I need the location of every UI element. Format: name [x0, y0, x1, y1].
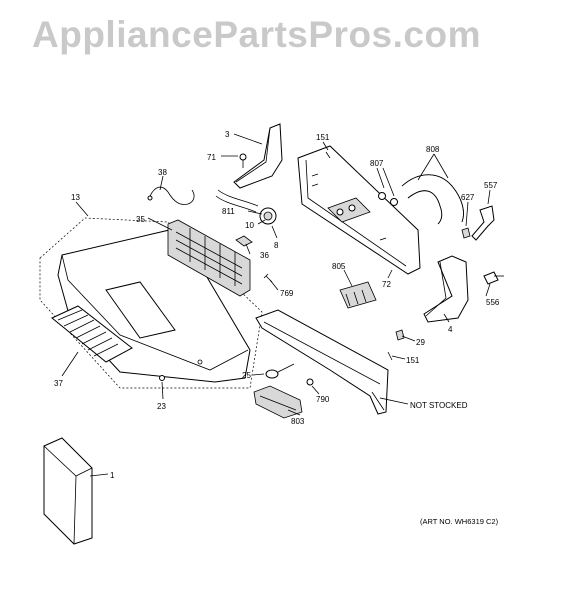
- connector-36: [235, 235, 253, 247]
- selector-switch: [339, 281, 377, 309]
- callout-805: 805: [332, 262, 346, 271]
- clip-23: [159, 375, 165, 381]
- callout-1: 1: [110, 471, 115, 480]
- callout-803: 803: [291, 417, 305, 426]
- nut-790: [306, 378, 314, 386]
- callout-38: 38: [158, 168, 167, 177]
- callout-13: 13: [71, 193, 80, 202]
- callout-769: 769: [280, 289, 294, 298]
- knob-25: [265, 363, 295, 379]
- keypad-overlay: [51, 305, 133, 363]
- callout-8: 8: [274, 241, 279, 250]
- callout-29: 29: [416, 338, 425, 347]
- wire-connector: [147, 195, 153, 201]
- screw-151-top: [325, 151, 331, 159]
- wire-harness: [149, 186, 195, 205]
- callout-71: 71: [207, 153, 216, 162]
- backsplash-panel: [297, 145, 421, 275]
- literature-envelope: [43, 437, 93, 545]
- watermark-logo: AppliancePartsPros.com: [32, 14, 481, 55]
- rear-frame: [255, 309, 389, 415]
- callout-36: 36: [260, 251, 269, 260]
- inlet-hoses: [401, 174, 464, 225]
- bracket-557: [471, 205, 495, 241]
- callout-not-stocked: NOT STOCKED: [410, 401, 468, 410]
- leader-lines: [61, 133, 491, 477]
- callout-3: 3: [225, 130, 230, 139]
- callout-790: 790: [316, 395, 330, 404]
- callout-151-top: 151: [316, 133, 330, 142]
- pressure-switch: [215, 189, 277, 225]
- left-end-bracket: [233, 123, 283, 189]
- board-bracket: [167, 219, 251, 297]
- callout-23: 23: [157, 402, 166, 411]
- callout-151-lower: 151: [406, 356, 420, 365]
- clip-627: [461, 227, 471, 239]
- callout-808: 808: [426, 145, 440, 154]
- callout-37: 37: [54, 379, 63, 388]
- callout-25: 25: [242, 371, 251, 380]
- art-number: (ART NO. WH6319 C2): [420, 517, 499, 526]
- control-knob-assembly: [253, 385, 303, 419]
- right-end-bracket: [423, 255, 469, 323]
- callout-4: 4: [448, 325, 453, 334]
- callout-35: 35: [136, 215, 145, 224]
- callout-811: 811: [222, 207, 235, 216]
- screw-151-lower: [387, 351, 393, 361]
- clip-29: [395, 329, 405, 341]
- callout-627: 627: [461, 193, 475, 202]
- screw-71: [239, 153, 247, 168]
- power-cord: [483, 271, 504, 285]
- grommets: [378, 192, 398, 206]
- callout-10: 10: [245, 221, 254, 230]
- callout-556: 556: [486, 298, 500, 307]
- callout-807: 807: [370, 159, 384, 168]
- callout-72: 72: [382, 280, 391, 289]
- callout-557: 557: [484, 181, 498, 190]
